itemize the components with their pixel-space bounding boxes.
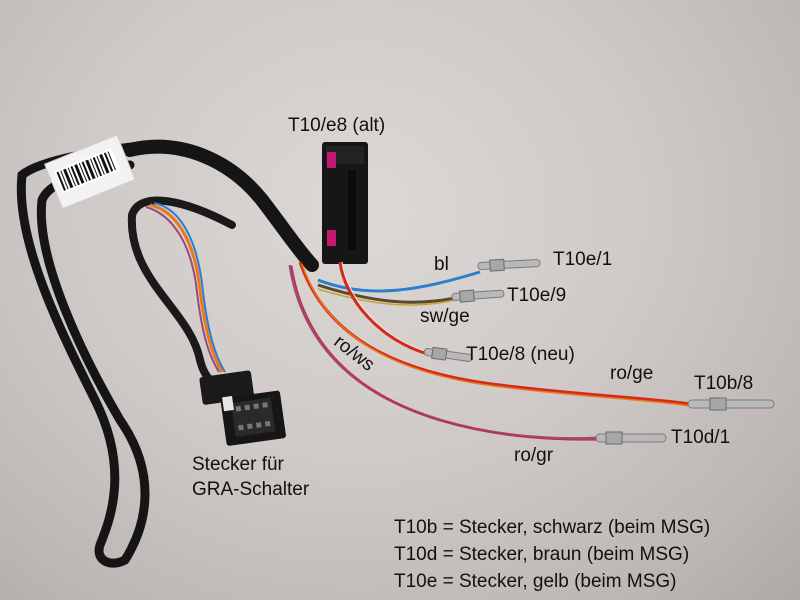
gra-wires — [149, 203, 224, 373]
wire-bl — [317, 270, 481, 293]
label-stecker-line2: GRA-Schalter — [192, 479, 310, 500]
label-t10d1: T10d/1 — [671, 427, 731, 448]
legend-t10b: T10b = Stecker, schwarz (beim MSG) — [394, 517, 711, 538]
label-t10e8-alt: T10/e8 (alt) — [288, 115, 386, 136]
harness-sheath-main — [123, 139, 319, 272]
label-swge: sw/ge — [420, 306, 470, 327]
harness-branch-gra — [127, 196, 236, 389]
pin-t10b8 — [687, 397, 775, 411]
legend-t10e: T10e = Stecker, gelb (beim MSG) — [394, 571, 677, 592]
connector-gra — [199, 370, 286, 446]
label-roge: ro/ge — [610, 363, 654, 384]
barcode-sleeve — [44, 134, 136, 210]
label-t10e8-neu: T10e/8 (neu) — [466, 344, 575, 365]
label-stecker-line1: Stecker für — [192, 454, 284, 475]
pin-t10d1 — [595, 431, 667, 445]
wire-swge — [317, 283, 456, 304]
pin-t10e1 — [477, 258, 541, 272]
legend-t10d: T10d = Stecker, braun (beim MSG) — [394, 544, 690, 565]
label-t10e1: T10e/1 — [553, 249, 613, 270]
label-rogr: ro/gr — [514, 445, 554, 466]
harness-sheath-loop — [16, 140, 155, 568]
label-t10b8: T10b/8 — [694, 373, 754, 394]
label-bl: bl — [434, 254, 449, 275]
pin-t10e9 — [451, 289, 505, 303]
pin-t10e8-neu — [423, 346, 473, 362]
label-t10e9: T10e/9 — [507, 285, 567, 306]
wire-rows — [338, 261, 429, 356]
connector-t10e8 — [322, 142, 368, 264]
